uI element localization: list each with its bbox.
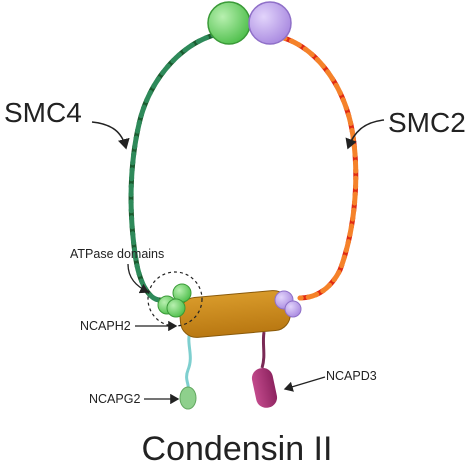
smc4-arrow xyxy=(91,121,130,150)
smc4-arm xyxy=(128,32,217,303)
smc4-hinge xyxy=(207,1,251,45)
smc2-atpase-head xyxy=(274,290,302,318)
diagram-title: Condensin II xyxy=(142,430,333,468)
ncaph2-label: NCAPH2 xyxy=(80,319,131,333)
ncaph2-subunit xyxy=(179,290,291,338)
smc4-atpase-head xyxy=(157,283,192,318)
smc2-label: SMC2 xyxy=(388,107,466,138)
ncapg2-linker xyxy=(185,329,192,391)
ncapd3-linker xyxy=(260,331,266,369)
ncapd3-subunit xyxy=(251,368,278,408)
smc4-label: SMC4 xyxy=(4,97,82,128)
smc2-arm xyxy=(281,35,359,301)
ncapg2-label: NCAPG2 xyxy=(89,392,140,406)
smc2-arrow xyxy=(345,119,385,150)
smc2-hinge xyxy=(248,1,292,45)
atpase-arrow xyxy=(127,263,150,294)
ncapd3-label: NCAPD3 xyxy=(326,369,377,383)
atpase-label: ATPase domains xyxy=(70,247,164,261)
ncapg2-subunit xyxy=(179,386,197,410)
ncapd3-arrow xyxy=(283,376,326,392)
